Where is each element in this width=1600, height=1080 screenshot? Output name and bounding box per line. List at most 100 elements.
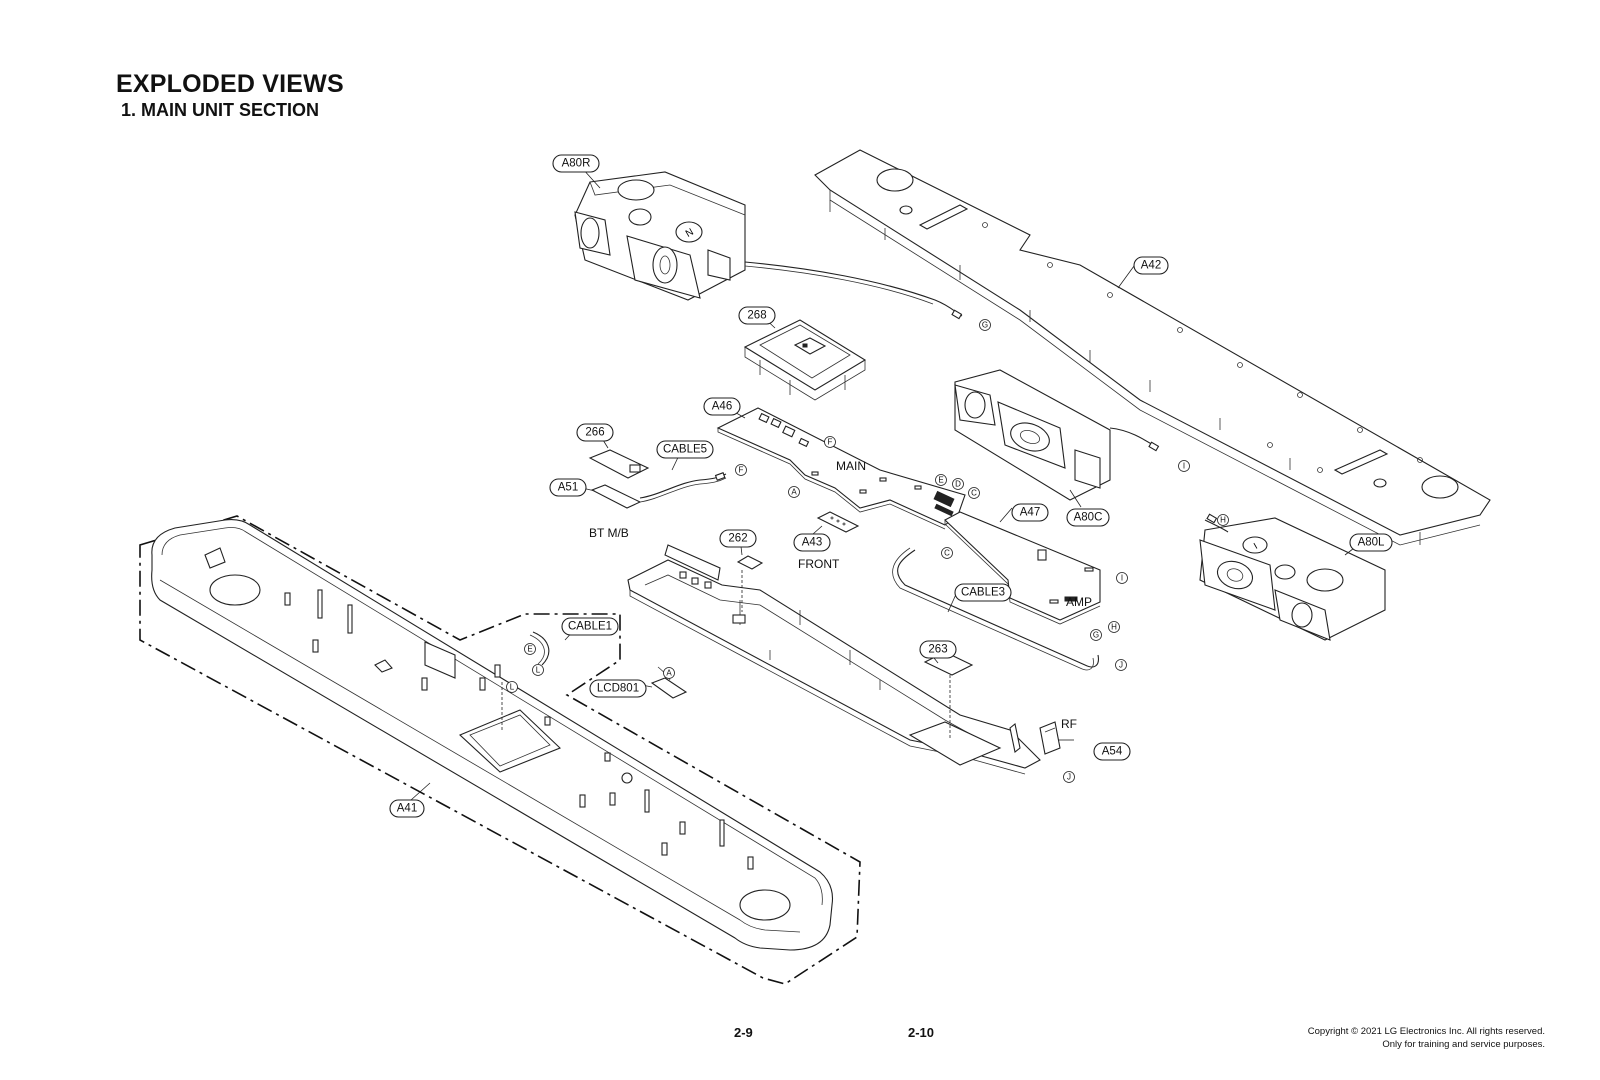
label-268: 268 bbox=[738, 306, 776, 325]
svg-text:A80L: A80L bbox=[1358, 537, 1385, 549]
connector-i2: I bbox=[1116, 572, 1128, 584]
svg-text:L: L bbox=[510, 683, 515, 692]
speaker-a80r-cable bbox=[744, 261, 963, 317]
svg-text:H: H bbox=[1111, 623, 1117, 632]
svg-text:I: I bbox=[1252, 541, 1259, 551]
svg-text:A51: A51 bbox=[558, 482, 578, 494]
connector-a1: A bbox=[788, 486, 800, 498]
label-a41: A41 bbox=[389, 799, 425, 818]
svg-text:N: N bbox=[684, 227, 696, 240]
svg-text:268: 268 bbox=[747, 310, 766, 322]
svg-text:C: C bbox=[971, 489, 977, 498]
svg-text:A: A bbox=[791, 488, 797, 497]
rear-plate-a42 bbox=[814, 149, 1491, 546]
speaker-a80l-cable bbox=[1204, 519, 1229, 533]
label-a80c: A80C bbox=[1066, 508, 1110, 527]
svg-text:CABLE5: CABLE5 bbox=[663, 444, 707, 456]
svg-text:266: 266 bbox=[585, 427, 604, 439]
label-262: 262 bbox=[719, 529, 757, 548]
svg-text:262: 262 bbox=[728, 533, 747, 545]
main-board-a46 bbox=[716, 407, 966, 530]
label-rf: RF bbox=[1061, 717, 1077, 731]
connector-g2: G bbox=[1090, 629, 1102, 641]
connector-j2: J bbox=[1063, 771, 1075, 783]
svg-text:A47: A47 bbox=[1020, 507, 1040, 519]
label-front: FRONT bbox=[798, 557, 840, 571]
svg-text:F: F bbox=[828, 438, 833, 447]
connector-f2: F bbox=[735, 464, 747, 476]
label-a46: A46 bbox=[703, 397, 741, 416]
svg-text:A41: A41 bbox=[397, 803, 417, 815]
label-a51: A51 bbox=[549, 478, 587, 497]
svg-text:J: J bbox=[1119, 661, 1123, 670]
svg-text:G: G bbox=[982, 321, 988, 330]
connector-l2: L bbox=[506, 681, 518, 693]
svg-text:H: H bbox=[1220, 516, 1226, 525]
svg-text:A54: A54 bbox=[1102, 746, 1123, 758]
svg-text:A80C: A80C bbox=[1074, 512, 1103, 524]
front-board-a43 bbox=[816, 511, 860, 533]
pad-262 bbox=[736, 555, 764, 570]
svg-text:G: G bbox=[1093, 631, 1099, 640]
svg-text:A46: A46 bbox=[712, 401, 732, 413]
bracket-268 bbox=[743, 319, 867, 401]
svg-text:LCD801: LCD801 bbox=[597, 683, 639, 695]
label-cable5: CABLE5 bbox=[656, 440, 714, 459]
svg-text:A42: A42 bbox=[1141, 260, 1161, 272]
bottom-housing-a41 bbox=[151, 519, 834, 951]
svg-text:263: 263 bbox=[928, 644, 947, 656]
label-a54: A54 bbox=[1093, 742, 1131, 761]
connector-e1: E bbox=[935, 474, 947, 486]
page-title: EXPLODED VIEWS bbox=[116, 70, 344, 98]
label-266: 266 bbox=[576, 423, 614, 442]
bt-board-a51 bbox=[590, 484, 642, 509]
svg-text:J: J bbox=[1067, 773, 1071, 782]
speaker-a80c bbox=[954, 369, 1111, 501]
bt-module-266 bbox=[588, 449, 650, 479]
svg-text:I: I bbox=[1121, 574, 1123, 583]
inner-frame bbox=[627, 544, 1041, 775]
svg-text:A: A bbox=[666, 669, 672, 678]
label-amp: AMP bbox=[1066, 595, 1092, 609]
copyright-line-1: Copyright © 2021 LG Electronics Inc. All… bbox=[1307, 1026, 1545, 1037]
label-main: MAIN bbox=[836, 459, 866, 473]
connector-h2: H bbox=[1108, 621, 1120, 633]
label-a42: A42 bbox=[1133, 256, 1169, 275]
connector-d1: D bbox=[952, 478, 964, 490]
label-263: 263 bbox=[919, 640, 957, 659]
connector-e2: E bbox=[524, 643, 536, 655]
label-lcd801: LCD801 bbox=[589, 679, 647, 698]
connector-j1: J bbox=[1115, 659, 1127, 671]
svg-text:E: E bbox=[527, 645, 532, 654]
connector-i1: I bbox=[1178, 460, 1190, 472]
connector-g1: G bbox=[979, 319, 991, 331]
cable1-wire bbox=[532, 631, 550, 666]
svg-text:CABLE3: CABLE3 bbox=[961, 587, 1005, 599]
connector-h1: H bbox=[1217, 514, 1229, 526]
connector-f1: F bbox=[824, 436, 836, 448]
label-a80r: A80R bbox=[552, 154, 600, 173]
svg-text:I: I bbox=[1183, 462, 1185, 471]
section-subtitle: 1. MAIN UNIT SECTION bbox=[121, 100, 320, 120]
svg-text:L: L bbox=[536, 666, 541, 675]
speaker-a80l: I bbox=[1199, 517, 1386, 641]
copyright-line-2: Only for training and service purposes. bbox=[1382, 1039, 1545, 1050]
svg-text:F: F bbox=[739, 466, 744, 475]
connector-c2: C bbox=[941, 547, 953, 559]
connector-l1: L bbox=[532, 664, 544, 676]
label-a47: A47 bbox=[1011, 503, 1049, 522]
copyright-notice: Copyright © 2021 LG Electronics Inc. All… bbox=[1308, 1025, 1545, 1051]
assembly-boundary-line bbox=[139, 515, 861, 985]
connector-c1: C bbox=[968, 487, 980, 499]
svg-text:CABLE1: CABLE1 bbox=[568, 621, 612, 633]
cable5-wire bbox=[639, 473, 727, 499]
svg-text:E: E bbox=[938, 476, 943, 485]
label-a80l: A80L bbox=[1349, 533, 1393, 552]
page-number-right: 2-10 bbox=[908, 1025, 935, 1040]
cable3-ribbon bbox=[897, 549, 1099, 668]
page-number-left: 2-9 bbox=[734, 1025, 753, 1040]
svg-text:D: D bbox=[955, 480, 961, 489]
svg-text:C: C bbox=[944, 549, 950, 558]
label-cable1: CABLE1 bbox=[561, 617, 619, 636]
